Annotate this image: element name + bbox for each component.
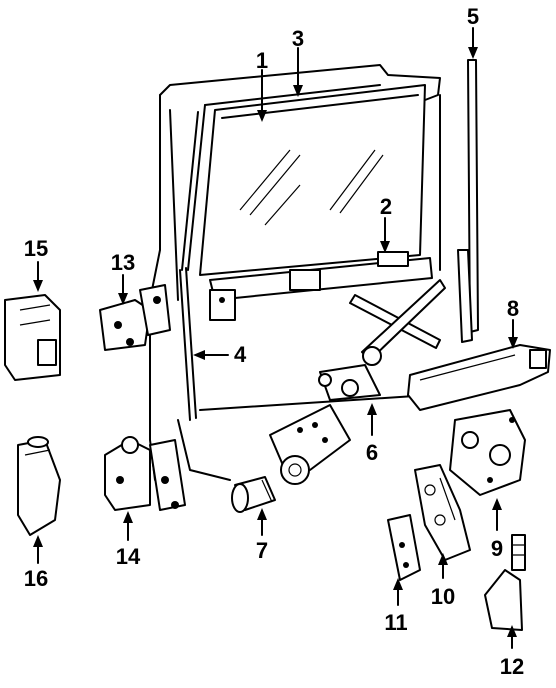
front-run-channel (179, 267, 197, 421)
glass-run-channel (181, 84, 381, 271)
callout-3: 3 (292, 26, 304, 51)
door-latch (449, 409, 526, 496)
leader-lines (33, 27, 518, 649)
callout-16: 16 (24, 566, 48, 591)
callout-6: 6 (366, 440, 378, 465)
upper-door-hinge (99, 284, 171, 351)
callout-labels: 1 2 3 4 5 6 7 8 9 10 11 12 13 14 15 16 (24, 4, 524, 679)
callout-1: 1 (256, 48, 268, 73)
callout-13: 13 (111, 250, 135, 275)
door-glass (199, 84, 426, 276)
callout-4: 4 (234, 342, 247, 367)
callout-5: 5 (467, 4, 479, 29)
callout-7: 7 (256, 538, 268, 563)
callout-11: 11 (384, 610, 407, 635)
window-regulator (318, 279, 446, 401)
glass-channel-bracket (209, 251, 433, 321)
hinge-cover (17, 436, 61, 536)
lock-cylinder (484, 534, 526, 631)
callout-10: 10 (431, 584, 455, 609)
window-motor (231, 476, 276, 513)
door-check-bumper (4, 294, 61, 381)
regulator-sector-plate (269, 404, 351, 485)
callout-15: 15 (24, 236, 48, 261)
callout-9: 9 (491, 536, 503, 561)
striker-plate (387, 514, 421, 581)
door-striker (414, 464, 471, 561)
callout-12: 12 (500, 654, 524, 679)
lower-door-hinge (104, 436, 186, 511)
callout-8: 8 (507, 296, 519, 321)
rear-run-channel (457, 59, 479, 343)
callout-2: 2 (380, 194, 392, 219)
outside-door-handle (407, 344, 551, 411)
callout-14: 14 (116, 544, 141, 569)
